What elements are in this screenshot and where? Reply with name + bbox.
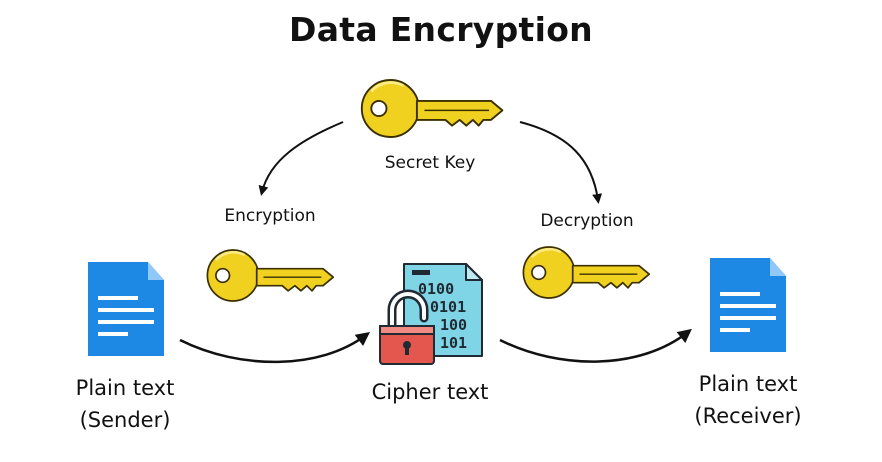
diagram-title: Data Encryption — [289, 10, 593, 49]
decryption-key-icon — [522, 245, 651, 300]
receiver-label-line2: (Receiver) — [694, 404, 802, 428]
cipher-text-label: Cipher text — [371, 380, 489, 404]
secret-key-icon — [360, 78, 504, 139]
secret-key-label: Secret Key — [384, 153, 476, 173]
sender-label-line2: (Sender) — [79, 408, 171, 432]
arrow-sender-to-cipher — [179, 331, 370, 364]
cipher-bits-4: 101 — [440, 334, 467, 352]
sender-label-line1: Plain text — [75, 376, 175, 400]
encryption-key-icon — [206, 248, 335, 303]
receiver-document-icon — [710, 258, 786, 352]
cipher-bits-3: 100 — [440, 316, 467, 334]
encryption-label: Encryption — [224, 206, 316, 226]
cipher-bits-2: 0101 — [430, 298, 466, 316]
sender-document-icon — [88, 262, 164, 356]
decryption-label: Decryption — [540, 211, 634, 231]
arrow-key-to-decryption — [519, 121, 603, 204]
arrow-key-to-encryption — [258, 121, 344, 196]
sender-label: Plain text (Sender) — [50, 372, 200, 436]
receiver-label-line1: Plain text — [698, 372, 798, 396]
padlock-icon — [379, 289, 435, 365]
cipher-bits-1: 0100 — [418, 280, 454, 298]
arrow-cipher-to-receiver — [499, 328, 692, 363]
receiver-label: Plain text (Receiver) — [668, 368, 828, 432]
